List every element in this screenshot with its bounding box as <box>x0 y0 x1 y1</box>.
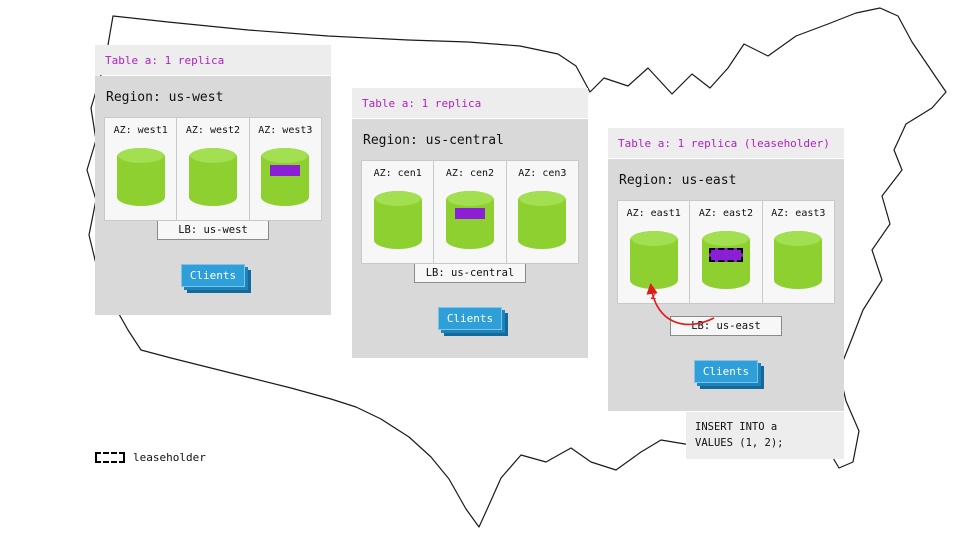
az-box-east3: AZ: east3 <box>761 200 835 304</box>
database-cylinder <box>261 148 310 206</box>
az-box-west3: AZ: west3 <box>248 117 322 221</box>
region-panel-us-west: Table a: 1 replica Region: us-west AZ: w… <box>95 45 331 315</box>
sql-statement-note: INSERT INTO a VALUES (1, 2); <box>686 412 844 459</box>
region-label: Region: us-central <box>363 133 504 148</box>
az-box-west1: AZ: west1 <box>104 117 178 221</box>
region-body: Region: us-central AZ: cen1 AZ: cen2 AZ:… <box>352 119 588 358</box>
az-label: AZ: cen3 <box>518 168 567 179</box>
az-box-west2: AZ: west2 <box>176 117 250 221</box>
az-row: AZ: east1 AZ: east2 AZ: east3 <box>617 200 835 304</box>
load-balancer-us-central: LB: us-central <box>414 263 526 283</box>
replica-badge <box>454 208 485 219</box>
leaseholder-swatch-icon <box>95 452 125 463</box>
az-label: AZ: west2 <box>185 125 241 136</box>
write-path-arrow <box>646 282 715 326</box>
load-balancer-us-east: LB: us-east <box>670 316 782 336</box>
az-label: AZ: west1 <box>113 125 168 136</box>
az-box-cen3: AZ: cen3 <box>505 160 579 264</box>
database-cylinder <box>518 191 567 249</box>
load-balancer-us-west: LB: us-west <box>157 220 269 240</box>
region-label: Region: us-west <box>106 90 224 105</box>
region-label: Region: us-east <box>619 173 737 188</box>
clients-box: Clients <box>438 307 502 330</box>
table-replica-label: Table a: 1 replica <box>95 45 331 75</box>
region-panel-us-central: Table a: 1 replica Region: us-central AZ… <box>352 88 588 358</box>
database-cylinder <box>774 231 823 289</box>
database-cylinder <box>373 191 422 249</box>
database-cylinder <box>445 191 494 249</box>
az-row: AZ: cen1 AZ: cen2 AZ: cen3 <box>361 160 579 264</box>
region-body: Region: us-west AZ: west1 AZ: west2 AZ: … <box>95 76 331 315</box>
az-box-cen2: AZ: cen2 <box>433 160 507 264</box>
az-label: AZ: cen1 <box>373 168 422 179</box>
az-label: AZ: west3 <box>258 125 313 136</box>
database-cylinder <box>116 148 165 206</box>
database-cylinder <box>188 148 237 206</box>
clients-box: Clients <box>694 360 758 383</box>
table-replica-leaseholder-label: Table a: 1 replica (leaseholder) <box>608 128 844 158</box>
leaseholder-badge <box>708 248 743 262</box>
az-label: AZ: east2 <box>698 208 754 219</box>
az-label: AZ: cen2 <box>445 168 495 179</box>
legend: leaseholder <box>95 451 206 464</box>
az-box-east2: AZ: east2 <box>689 200 763 304</box>
az-box-cen1: AZ: cen1 <box>361 160 435 264</box>
write-step-number: 2 <box>650 289 657 302</box>
clients-box: Clients <box>181 264 245 287</box>
table-replica-label: Table a: 1 replica <box>352 88 588 118</box>
az-label: AZ: east3 <box>771 208 826 219</box>
az-label: AZ: east1 <box>626 208 681 219</box>
database-cylinder <box>701 231 750 289</box>
database-cylinder <box>629 231 678 289</box>
replica-badge <box>270 165 301 176</box>
legend-label: leaseholder <box>133 451 206 464</box>
az-row: AZ: west1 AZ: west2 AZ: west3 <box>104 117 322 221</box>
